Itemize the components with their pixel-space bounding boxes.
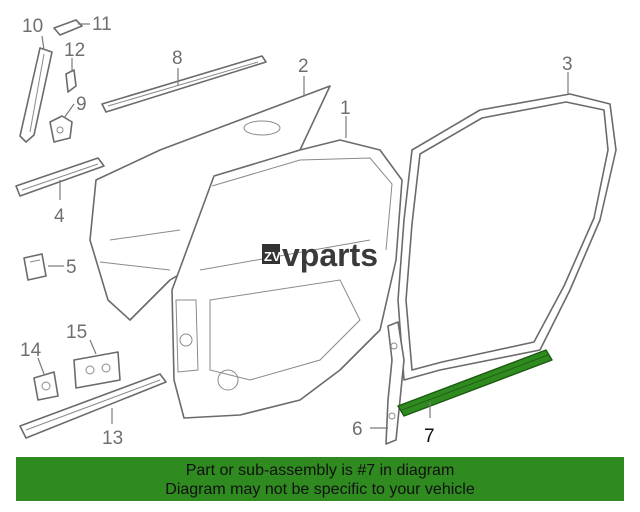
callout-4[interactable]: 4 <box>54 206 65 227</box>
part-13-lower-molding[interactable] <box>19 373 167 439</box>
part-4-molding[interactable] <box>15 157 105 197</box>
banner-line-2: Diagram may not be specific to your vehi… <box>165 481 475 498</box>
info-banner: Part or sub-assembly is #7 in diagram Di… <box>16 457 624 501</box>
callout-5[interactable]: 5 <box>66 257 77 278</box>
callout-11[interactable]: 11 <box>92 14 112 35</box>
part-1-door-shell[interactable] <box>171 139 403 419</box>
callout-8[interactable]: 8 <box>172 48 183 69</box>
callout-14[interactable]: 14 <box>20 340 42 361</box>
callout-9[interactable]: 9 <box>76 94 87 115</box>
part-7-sill-seal[interactable] <box>397 349 553 417</box>
part-11-clip[interactable] <box>53 19 83 36</box>
parts-diagram: ZV vparts 10 11 12 9 8 2 3 1 4 5 15 14 6… <box>15 14 617 449</box>
callout-10[interactable]: 10 <box>22 16 43 37</box>
callout-1[interactable]: 1 <box>340 98 351 119</box>
part-15-clip[interactable] <box>73 351 121 389</box>
part-9-clip[interactable] <box>49 115 73 143</box>
callout-13[interactable]: 13 <box>102 428 123 449</box>
banner-line-1: Part or sub-assembly is #7 in diagram <box>185 462 455 479</box>
callout-15[interactable]: 15 <box>66 322 87 343</box>
callout-6[interactable]: 6 <box>352 419 363 440</box>
part-6-bracket[interactable] <box>385 321 405 445</box>
part-5-clip[interactable] <box>23 253 47 281</box>
callout-3[interactable]: 3 <box>562 54 573 75</box>
watermark-brand-mark: ZV <box>264 249 281 264</box>
callout-7[interactable]: 7 <box>424 426 435 447</box>
leader-lines <box>37 23 569 429</box>
callout-12[interactable]: 12 <box>64 40 85 61</box>
part-10-frame-channel[interactable] <box>19 47 53 143</box>
part-3-weatherstrip[interactable] <box>397 93 617 381</box>
watermark-logo: ZV vparts <box>262 237 378 273</box>
part-14-clip[interactable] <box>33 371 59 401</box>
watermark-brand-text: vparts <box>282 237 378 273</box>
part-8-belt-molding[interactable] <box>101 55 267 113</box>
callout-2[interactable]: 2 <box>298 56 309 77</box>
part-12-bracket[interactable] <box>65 69 77 93</box>
